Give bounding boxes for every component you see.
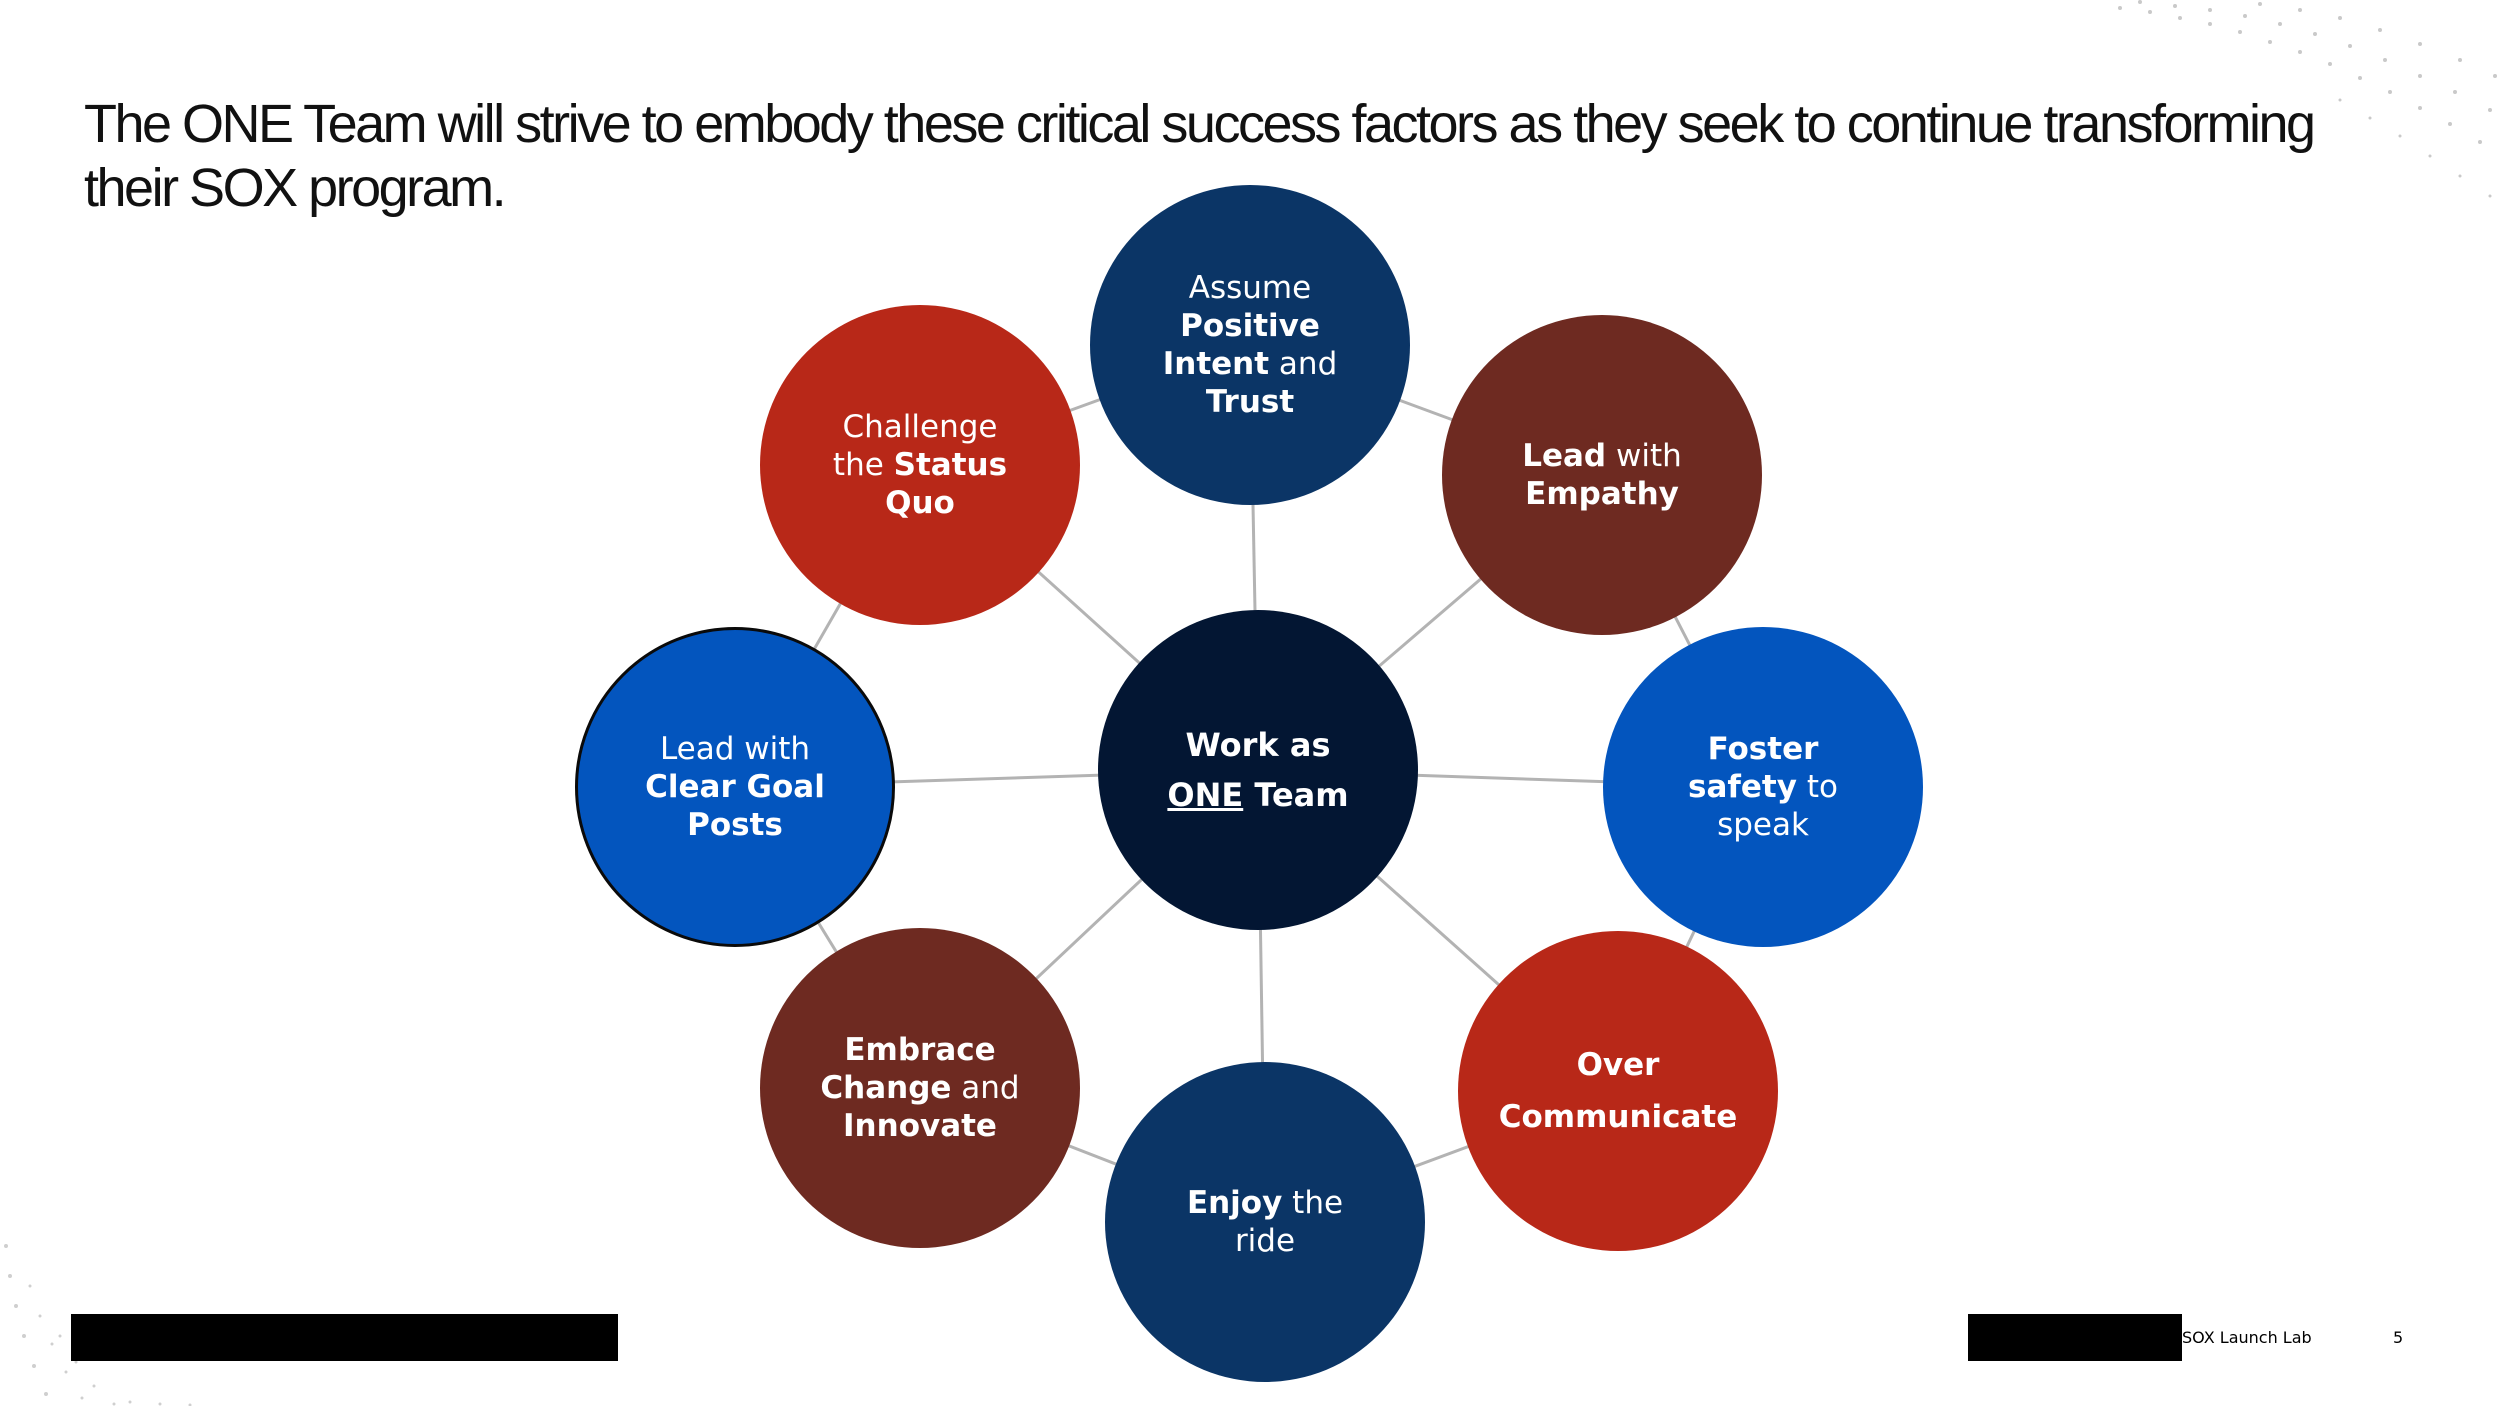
redacted-footer-right <box>1968 1314 2182 1361</box>
decorative-dot-pattern-top-right <box>2118 0 2497 198</box>
decorative-dot-pattern-bottom-left <box>4 1244 192 1406</box>
footer-deck-name: SOX Launch Lab <box>2182 1328 2312 1347</box>
page-number: 5 <box>2393 1328 2404 1347</box>
redacted-footer-left <box>71 1314 618 1361</box>
slide-title: The ONE Team will strive to embody these… <box>84 94 2316 218</box>
